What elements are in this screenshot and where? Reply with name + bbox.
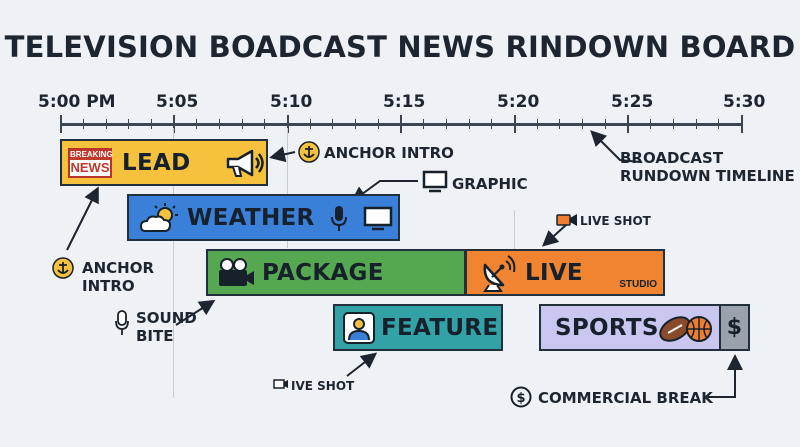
tick-label: 5:00 PM <box>38 92 116 112</box>
arrow-graphic <box>350 180 418 203</box>
minor-tick <box>264 119 265 129</box>
major-tick <box>741 115 743 133</box>
major-tick <box>173 115 175 133</box>
major-tick <box>287 115 289 133</box>
anchor-intro-line2: INTRO <box>82 277 135 295</box>
minor-tick <box>718 119 719 129</box>
monitor-icon <box>422 170 448 193</box>
major-tick <box>400 115 402 133</box>
major-tick <box>514 115 516 133</box>
minor-tick <box>332 119 333 129</box>
microphone-icon <box>331 206 347 231</box>
minor-tick <box>83 119 84 129</box>
segment-feature-label: FEATURE <box>381 314 499 341</box>
segment-weather[interactable]: WEATHER <box>127 194 400 241</box>
video-camera-icon <box>273 379 288 389</box>
annotation-sound-bite: SOUND BITE <box>136 309 197 345</box>
annotation-live-shot: LIVE SHOT <box>580 214 651 228</box>
minor-tick <box>605 119 606 129</box>
segment-weather-label: WEATHER <box>187 204 315 231</box>
timeline-caption-line2: RUNDOWN TIMELINE <box>620 167 795 185</box>
segment-lead[interactable]: BREAKING NEWS LEAD <box>60 139 268 186</box>
arrow-commercial-break <box>708 354 743 398</box>
tick-label: 5:05 <box>156 92 199 112</box>
annotation-live-shot-bottom: IVE SHOT <box>291 379 355 393</box>
anchor-icon <box>52 257 74 279</box>
segment-sports-label: SPORTS <box>555 314 659 341</box>
weather-icon <box>139 203 178 232</box>
minor-tick <box>559 119 560 129</box>
anchor-icon <box>298 141 320 163</box>
minor-tick <box>310 119 311 129</box>
minor-tick <box>196 119 197 129</box>
minor-tick <box>582 119 583 129</box>
minor-tick <box>242 119 243 129</box>
tick-label: 5:10 <box>270 92 313 112</box>
minor-tick <box>423 119 424 129</box>
minor-tick <box>696 119 697 129</box>
arrow-live-shot <box>542 224 567 247</box>
major-tick <box>60 115 62 133</box>
video-camera-icon <box>219 258 254 286</box>
person-icon <box>343 312 375 344</box>
annotation-anchor-intro-left: ANCHOR INTRO <box>82 259 154 295</box>
microphone-icon <box>115 310 129 335</box>
timeline-caption: BROADCAST RUNDOWN TIMELINE <box>620 149 795 185</box>
segment-feature[interactable]: FEATURE <box>333 304 503 351</box>
arrow-sound-bite <box>175 299 216 326</box>
minor-tick <box>537 119 538 129</box>
minor-tick <box>673 119 674 129</box>
breaking-news-badge: BREAKING NEWS <box>68 148 113 178</box>
arrow-anchor-intro <box>269 146 296 163</box>
sound-bite-line2: BITE <box>136 327 174 345</box>
tick-label: 5:20 <box>497 92 540 112</box>
megaphone-icon <box>226 149 264 177</box>
minor-tick <box>446 119 447 129</box>
arrow-rundown-timeline <box>590 130 641 163</box>
segment-package-label: PACKAGE <box>262 259 384 286</box>
annotation-graphic: GRAPHIC <box>452 175 528 193</box>
minor-tick <box>469 119 470 129</box>
badge-top-text: BREAKING <box>70 150 113 160</box>
sports-balls-icon <box>659 316 712 342</box>
tick-label: 5:30 <box>723 92 766 112</box>
gridline <box>173 128 174 398</box>
minor-tick <box>219 119 220 129</box>
video-camera-icon <box>556 214 577 226</box>
commercial-break-block[interactable]: $ <box>719 304 750 351</box>
gridline <box>287 128 288 248</box>
studio-label: STUDIO <box>619 279 657 290</box>
tick-label: 5:15 <box>383 92 426 112</box>
minor-tick <box>151 119 152 129</box>
arrow-live-shot-bottom <box>346 352 378 377</box>
minor-tick <box>106 119 107 129</box>
monitor-icon <box>363 206 393 231</box>
board-title: TELEVISION BOADCAST NEWS RINDOWN BOARD <box>4 30 796 64</box>
dollar-symbol: $ <box>726 315 743 340</box>
annotation-commercial-break: COMMERCIAL BREAK <box>538 389 713 407</box>
tick-label: 5:25 <box>611 92 654 112</box>
major-tick <box>627 115 629 133</box>
satellite-dish-icon <box>483 255 516 292</box>
arrow-anchor-intro-left <box>66 186 99 251</box>
segment-package[interactable]: PACKAGE <box>206 249 466 296</box>
minor-tick <box>378 119 379 129</box>
segment-sports[interactable]: SPORTS <box>539 304 721 351</box>
anchor-intro-line1: ANCHOR <box>82 259 155 277</box>
badge-bottom-text: NEWS <box>70 160 110 175</box>
minor-tick <box>650 119 651 129</box>
minor-tick <box>355 119 356 129</box>
minor-tick <box>491 119 492 129</box>
segment-live[interactable]: LIVE STUDIO <box>465 249 665 296</box>
segment-live-label: LIVE <box>525 259 583 286</box>
dollar-coin-icon: $ <box>510 386 532 408</box>
sound-bite-line1: SOUND <box>136 309 197 327</box>
segment-lead-label: LEAD <box>122 149 191 176</box>
timeline-caption-line1: BROADCAST <box>620 149 724 167</box>
minor-tick <box>128 119 129 129</box>
svg-text:$: $ <box>516 391 525 406</box>
annotation-anchor-intro: ANCHOR INTRO <box>324 144 454 162</box>
